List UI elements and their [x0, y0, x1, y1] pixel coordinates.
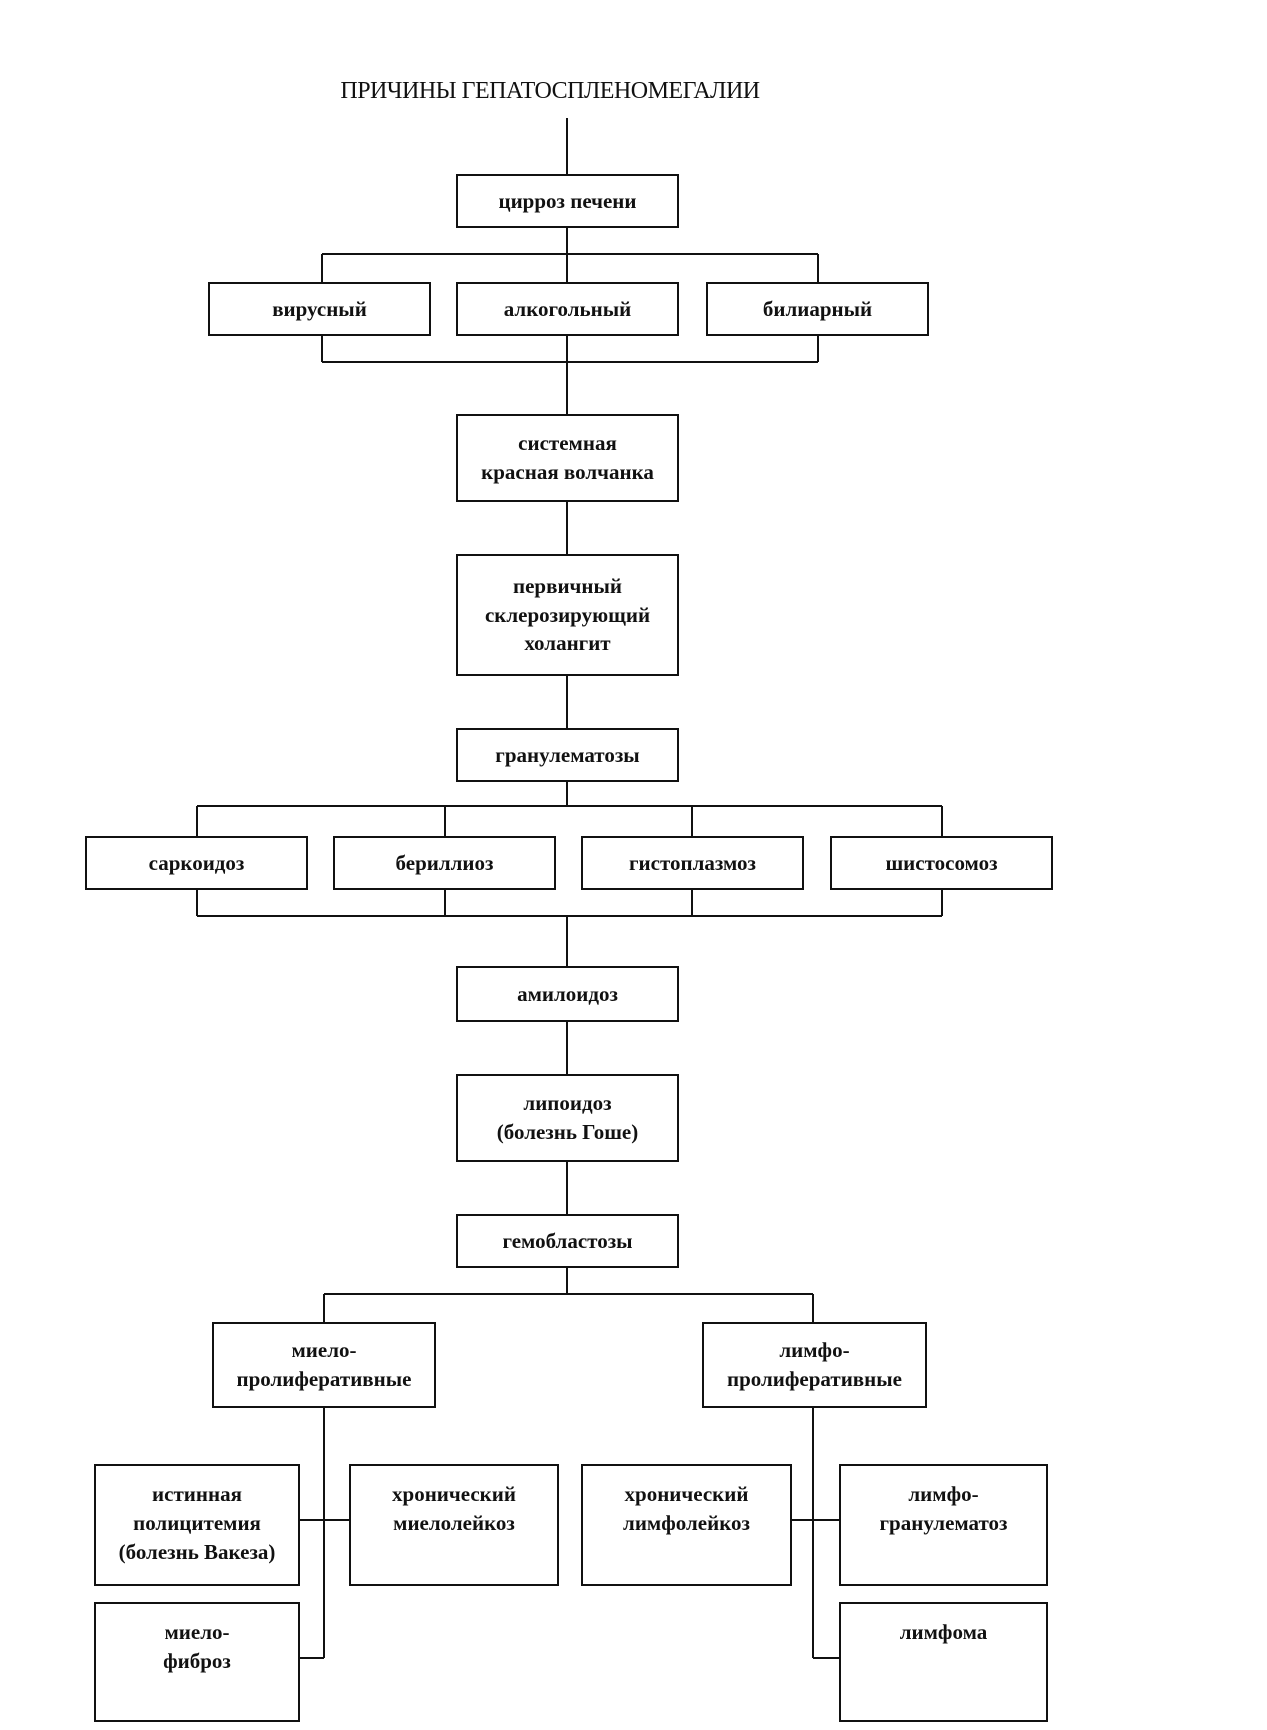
- node-label-line: миело-: [291, 1338, 357, 1363]
- node-granulomatoses: гранулематозы: [456, 728, 679, 782]
- node-label-line: первичный: [513, 573, 622, 598]
- node-label-line: холангит: [524, 631, 611, 656]
- node-label: лимфо-пролиферативные: [727, 1336, 902, 1394]
- node-label-line: гранулематоз: [879, 1510, 1008, 1535]
- node-cml: хронический миелолейкоз: [349, 1464, 559, 1586]
- node-label: гемобластозы: [502, 1227, 632, 1256]
- node-label-line: алкогольный: [503, 296, 632, 321]
- node-hemoblastoses: гемобластозы: [456, 1214, 679, 1268]
- node-myeloproliferative: миело-пролиферативные: [212, 1322, 436, 1408]
- node-label: хронический миелолейкоз: [392, 1480, 516, 1538]
- node-label-line: хронический: [392, 1482, 516, 1506]
- node-label: хронический лимфолейкоз: [623, 1480, 750, 1538]
- node-label-line: (болезнь Гоше): [496, 1120, 639, 1144]
- node-label-line: бериллиоз: [395, 850, 494, 875]
- node-label-line: билиарный: [762, 296, 873, 321]
- node-label-line: хронический: [624, 1482, 749, 1506]
- node-label-line: лимфолейкоз: [623, 1510, 750, 1535]
- node-lupus: системная красная волчанка: [456, 414, 679, 502]
- node-label-line: фиброз: [163, 1648, 231, 1673]
- node-lipoidosis: липоидоз (болезнь Гоше): [456, 1074, 679, 1162]
- node-label: лимфо-гранулематоз: [880, 1480, 1008, 1538]
- node-label-line: лимфо-: [779, 1338, 850, 1363]
- node-viral: вирусный: [208, 282, 431, 336]
- node-label-line: цирроз печени: [498, 188, 637, 213]
- node-label-line: саркоидоз: [148, 850, 245, 875]
- node-cholangitis: первичный склерозирующий холангит: [456, 554, 679, 676]
- node-label-line: амилоидоз: [517, 981, 618, 1006]
- node-lymphoproliferative: лимфо-пролиферативные: [702, 1322, 927, 1408]
- node-label: гранулематозы: [495, 741, 639, 770]
- diagram-title: ПРИЧИНЫ ГЕПАТОСПЛЕНОМЕГАЛИИ: [340, 78, 760, 104]
- node-label-line: (болезнь Вакеза): [118, 1539, 276, 1564]
- node-label: липоидоз (болезнь Гоше): [497, 1089, 639, 1147]
- node-label-line: красная волчанка: [481, 460, 654, 484]
- node-biliary: билиарный: [706, 282, 929, 336]
- node-label: саркоидоз: [149, 849, 245, 878]
- node-label-line: гемобластозы: [502, 1228, 633, 1253]
- node-label: истинная полицитемия (болезнь Вакеза): [119, 1480, 276, 1567]
- node-cll: хронический лимфолейкоз: [581, 1464, 792, 1586]
- node-label: амилоидоз: [517, 980, 618, 1009]
- node-lymphogranulomatosis: лимфо-гранулематоз: [839, 1464, 1048, 1586]
- node-label: алкогольный: [504, 295, 632, 324]
- node-label: билиарный: [763, 295, 872, 324]
- node-polycythemia: истинная полицитемия (болезнь Вакеза): [94, 1464, 300, 1586]
- node-histoplasmosis: гистоплазмоз: [581, 836, 804, 890]
- node-label: вирусный: [272, 295, 367, 324]
- node-label: системная красная волчанка: [481, 429, 654, 487]
- node-label: бериллиоз: [396, 849, 494, 878]
- node-label-line: гистоплазмоз: [629, 850, 756, 875]
- node-label-line: миелолейкоз: [393, 1510, 515, 1535]
- node-label-line: гранулематозы: [495, 742, 640, 767]
- node-label-line: лимфома: [899, 1620, 988, 1644]
- node-label-line: вирусный: [272, 296, 367, 321]
- node-label-line: склерозирующий: [484, 602, 651, 627]
- node-schistosomiasis: шистосомоз: [830, 836, 1053, 890]
- node-sarcoidosis: саркоидоз: [85, 836, 308, 890]
- node-myelofibrosis: миело-фиброз: [94, 1602, 300, 1722]
- node-amyloidosis: амилоидоз: [456, 966, 679, 1022]
- node-label-line: пролиферативные: [727, 1367, 902, 1391]
- node-label: шистосомоз: [885, 849, 997, 878]
- node-label: первичный склерозирующий холангит: [485, 572, 650, 659]
- node-label: цирроз печени: [498, 187, 636, 216]
- node-label: лимфома: [900, 1618, 987, 1647]
- node-label: миело-пролиферативные: [237, 1336, 412, 1394]
- node-label-line: истинная: [152, 1482, 242, 1506]
- node-label: гистоплазмоз: [629, 849, 756, 878]
- node-lymphoma: лимфома: [839, 1602, 1048, 1722]
- node-alcoholic: алкогольный: [456, 282, 679, 336]
- node-label-line: пролиферативные: [236, 1367, 412, 1391]
- node-label-line: миело-: [164, 1620, 230, 1644]
- node-cirrhosis: цирроз печени: [456, 174, 679, 228]
- node-label-line: липоидоз: [523, 1091, 612, 1116]
- node-label-line: лимфо-: [908, 1482, 979, 1506]
- node-label-line: полицитемия: [133, 1510, 261, 1535]
- node-label-line: системная: [518, 431, 617, 456]
- node-label-line: шистосомоз: [885, 850, 998, 875]
- node-berylliosis: бериллиоз: [333, 836, 556, 890]
- node-label: миело-фиброз: [163, 1618, 231, 1676]
